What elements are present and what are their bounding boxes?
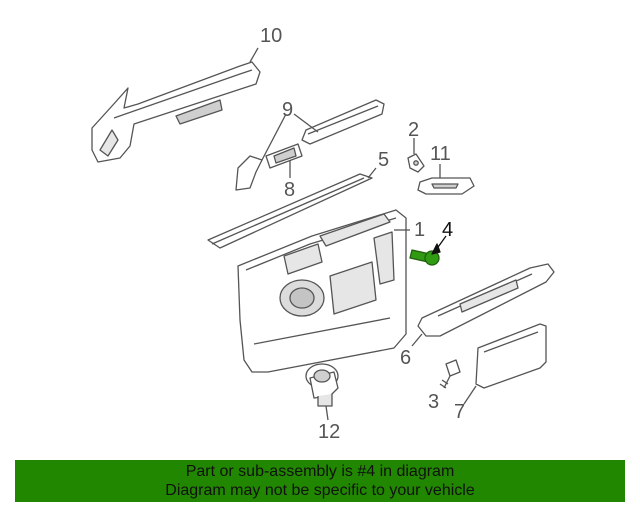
part-3-clip-fastener — [439, 359, 461, 389]
part-9-trim-strips — [235, 99, 385, 191]
part-7-pocket-cover — [463, 323, 547, 405]
callout-3: 3 — [428, 391, 440, 413]
callout-8: 8 — [284, 179, 296, 201]
callout-12: 12 — [318, 421, 341, 443]
part-8-switch-bezel — [265, 143, 303, 178]
banner-line-2: Diagram may not be specific to your vehi… — [165, 482, 475, 499]
callout-7: 7 — [454, 401, 466, 423]
part-5-weatherstrip — [207, 167, 377, 249]
callout-11: 11 — [430, 143, 451, 165]
part-10-upper-trim — [91, 47, 261, 163]
part-12-speaker — [305, 363, 339, 421]
part-2-clip — [407, 138, 425, 173]
callout-2: 2 — [408, 119, 420, 141]
callout-5: 5 — [378, 149, 390, 171]
callout-9: 9 — [282, 99, 294, 121]
callout-6: 6 — [400, 347, 412, 369]
info-banner: Part or sub-assembly is #4 in diagram Di… — [15, 460, 625, 502]
part-11-handle-bezel — [417, 164, 475, 195]
part-6-armrest — [411, 263, 555, 347]
part-1-door-panel — [237, 209, 410, 373]
part-4-screw — [409, 235, 447, 266]
banner-line-1: Part or sub-assembly is #4 in diagram — [185, 463, 455, 480]
callout-10: 10 — [260, 25, 283, 47]
callout-4: 4 — [442, 219, 454, 241]
callout-1: 1 — [414, 219, 426, 241]
